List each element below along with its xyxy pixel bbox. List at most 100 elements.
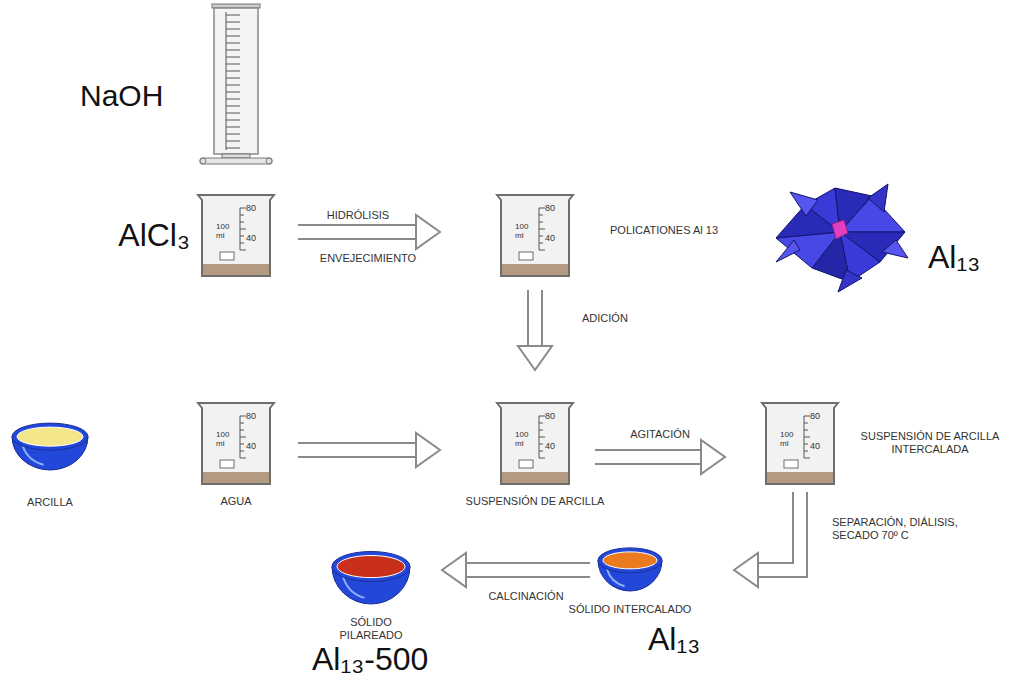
beaker-tick: [539, 430, 543, 431]
scale-number-wrap: 100 ml: [515, 222, 534, 240]
beaker-tick: [539, 208, 545, 209]
beaker-tick: [539, 222, 543, 223]
beaker-tick: [240, 215, 244, 216]
node-caption-wrap: SUSPENSIÓN DE ARCILLA INTERCALADA: [850, 430, 1010, 456]
cylinder-neck: [222, 154, 250, 158]
beaker: 80100 ml40SUSPENSIÓN DE ARCILLA: [495, 398, 575, 486]
node-caption-wrap: SÓLIDO INTERCALADO: [550, 603, 710, 616]
free-label-wrap: ENVEJECIMIENTO: [308, 252, 428, 265]
scale-number: 100 ml: [216, 222, 235, 240]
free-label: Al₁₃: [648, 620, 728, 658]
octahedron-face: [776, 240, 800, 262]
beaker: 80100 ml40POLICATIONES Al 13: [495, 190, 575, 278]
beaker-glass: [198, 403, 274, 484]
beaker-glass: [198, 195, 274, 276]
node-caption-wrap: AlCl₃: [98, 216, 190, 254]
scale-number: 100 ml: [515, 222, 534, 240]
beaker-tick: [240, 208, 246, 209]
beaker-tag: [519, 252, 533, 260]
beaker-tick: [804, 437, 810, 438]
beaker: 80100 ml40AlCl₃: [196, 190, 276, 278]
scale-number: 40: [545, 441, 567, 452]
scale-number: 40: [810, 441, 832, 452]
arrow-head: [701, 440, 725, 474]
node-caption: POLICATIONES Al 13: [610, 224, 780, 237]
arrow-head: [416, 215, 440, 249]
beaker-sediment: [203, 264, 269, 275]
free-label: Al₁₃: [928, 238, 1008, 276]
beaker-outline: [495, 190, 575, 278]
arrow-shaft-inner: [757, 492, 800, 570]
beaker: 80100 ml40SUSPENSIÓN DE ARCILLA INTERCAL…: [760, 398, 840, 486]
scale-number-wrap: 100 ml: [780, 430, 799, 448]
octahedron-face: [838, 270, 862, 292]
scale-number: 40: [545, 233, 567, 244]
edge-label: ADICIÓN: [582, 312, 672, 325]
process-arrow: [442, 553, 590, 587]
scale-number: 80: [810, 411, 832, 422]
beaker-tag: [220, 252, 234, 260]
beaker-tick: [240, 416, 246, 417]
cylinder-scale-line: [226, 12, 227, 150]
beaker-outline: [196, 190, 276, 278]
beaker-tag: [519, 460, 533, 468]
beaker-tick: [240, 243, 244, 244]
cylinder-scale: [214, 12, 258, 150]
scale-number-wrap: 40: [810, 441, 832, 452]
beaker-tick: [804, 430, 808, 431]
arrow-shaft-inner: [529, 290, 541, 347]
bowl-content: [17, 427, 83, 446]
free-label: NaOH: [80, 78, 190, 114]
beaker-tick: [240, 222, 244, 223]
beaker-sediment: [502, 264, 568, 275]
node-caption-wrap: AGUA: [176, 495, 296, 508]
beaker-glass: [497, 195, 573, 276]
tetrahedral-center: [832, 220, 848, 239]
cylinder-foot: [266, 158, 272, 164]
free-label: Al₁₃-500: [312, 640, 462, 678]
edge-label: HIDRÓLISIS: [308, 209, 408, 222]
process-arrow: [595, 440, 725, 474]
edge-label-wrap: HIDRÓLISIS: [308, 209, 408, 222]
graduated-cylinder: [200, 4, 272, 164]
beaker-tag: [220, 460, 234, 468]
beaker-sediment: [767, 472, 833, 483]
beaker-tick: [240, 458, 246, 459]
free-label-wrap: Al₁₃: [928, 238, 1008, 276]
beaker-tick: [539, 458, 545, 459]
free-label-wrap: NaOH: [80, 78, 190, 114]
scale-number-wrap: 40: [246, 233, 268, 244]
cylinder-foot: [200, 158, 206, 164]
scale-number: 100 ml: [780, 430, 799, 448]
beaker-tick: [240, 437, 246, 438]
scale-number-wrap: 80: [810, 411, 832, 422]
edge-label-wrap: CALCINACIÓN: [466, 590, 586, 603]
beaker-tick: [240, 444, 244, 445]
beaker-tick: [804, 458, 810, 459]
node-caption: SÓLIDO PILAREADO: [326, 616, 416, 642]
process-arrow: [518, 290, 552, 370]
node-caption-wrap: SÓLIDO PILAREADO: [326, 616, 416, 642]
arrow-shaft-outline: [527, 290, 543, 347]
beaker-tick: [240, 229, 246, 230]
beaker-outline: [196, 398, 276, 486]
scale-number: 80: [545, 203, 567, 214]
beaker-tick: [240, 423, 244, 424]
beaker-outline: [760, 398, 840, 486]
beaker-tick: [539, 416, 545, 417]
arrow-shaft-outline: [298, 442, 417, 458]
scale-number: 100 ml: [216, 430, 235, 448]
bowl-outline: [330, 548, 412, 606]
process-arrow: [734, 492, 800, 587]
scale-number: 80: [246, 411, 268, 422]
beaker-outline: [495, 398, 575, 486]
beaker-tick: [240, 451, 244, 452]
arrow-shaft-outline: [595, 449, 702, 465]
scale-number: 40: [246, 233, 268, 244]
beaker-tick: [539, 215, 543, 216]
scale-number-wrap: 100 ml: [515, 430, 534, 448]
arrow-shaft-inner: [298, 444, 417, 456]
beaker-tick: [539, 451, 543, 452]
beaker-tick: [804, 451, 808, 452]
